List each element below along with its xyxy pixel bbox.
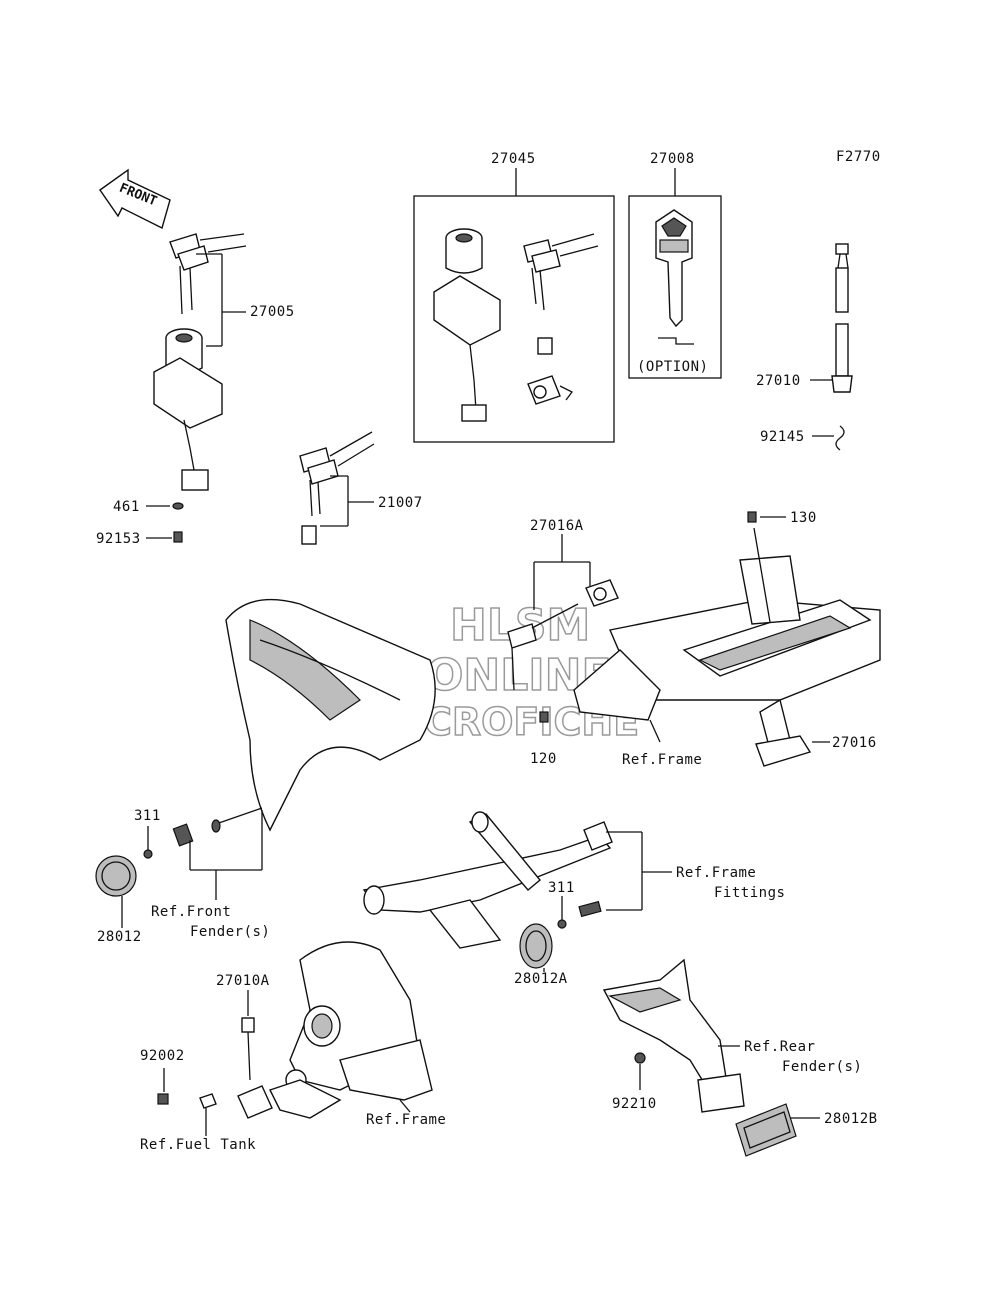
reflector-28012B-icon: [735, 1103, 797, 1157]
seat-lock-27016A-icon: [507, 579, 619, 691]
frame-bottom-illustration: [269, 941, 433, 1119]
label-ref-front-fender-1: Ref.Front: [151, 904, 231, 920]
diagram-code: F2770: [836, 149, 881, 165]
spring-icon: [835, 425, 845, 451]
reflector-28012-icon: [95, 855, 137, 897]
label-28012A: 28012A: [514, 971, 568, 987]
ignition-switch-set-box: 27045: [413, 151, 615, 443]
ignition-switch-icon: [433, 228, 501, 422]
label-461: 461: [113, 499, 140, 515]
label-ref-rear-fender-1: Ref.Rear: [744, 1039, 815, 1055]
label-ref-rear-fender-2: Fender(s): [782, 1059, 862, 1075]
screw-icon: [173, 531, 183, 543]
front-arrow-icon: FRONT: [99, 168, 171, 230]
switch-27010A-icon: [199, 1017, 273, 1119]
label-ref-fuel-tank: Ref.Fuel Tank: [140, 1137, 256, 1153]
front-fender-illustration: [225, 598, 436, 832]
bolt-fitting-icon: [578, 900, 602, 918]
label-27005: 27005: [250, 304, 295, 320]
label-ref-frame-bottom: Ref.Frame: [366, 1112, 446, 1128]
washer-icon: [172, 502, 184, 510]
washer-left-icon: [211, 819, 221, 833]
label-ref-frame-fittings-1: Ref.Frame: [676, 865, 756, 881]
bolt-130-icon: [747, 511, 757, 523]
label-28012: 28012: [97, 929, 142, 945]
label-92210: 92210: [612, 1096, 657, 1112]
switch-27010-icon: [831, 243, 853, 393]
label-92153: 92153: [96, 531, 141, 547]
label-ref-front-fender-2: Fender(s): [190, 924, 270, 940]
label-311-right: 311: [548, 880, 575, 896]
label-130: 130: [790, 510, 817, 526]
bolt-92002-icon: [157, 1093, 169, 1105]
nut-92210-icon: [634, 1052, 646, 1064]
label-27045: 27045: [491, 151, 536, 167]
rear-fender-illustration: [602, 958, 745, 1113]
bolt-120-icon: [539, 711, 549, 723]
label-92145: 92145: [760, 429, 805, 445]
label-27010: 27010: [756, 373, 801, 389]
frame-fittings-illustration: [362, 811, 613, 949]
label-311-left: 311: [134, 808, 161, 824]
label-ref-frame-top: Ref.Frame: [622, 752, 702, 768]
nut-311-left-icon: [143, 849, 153, 859]
ignition-switch-left-icon: [153, 233, 247, 491]
label-27016: 27016: [832, 735, 877, 751]
label-28012B: 28012B: [824, 1111, 878, 1127]
label-ref-frame-fittings-2: Fittings: [714, 885, 785, 901]
blank-key-box: 27008 (OPTION): [628, 151, 722, 379]
label-92002: 92002: [140, 1048, 185, 1064]
nut-311-right-icon: [557, 919, 567, 929]
seat-lock-icon: [527, 375, 573, 405]
frame-top-illustration: [573, 527, 881, 767]
key-pair-icon: [523, 233, 599, 311]
label-27008: 27008: [650, 151, 695, 167]
key-set-21007-icon: [299, 431, 375, 545]
label-27016A: 27016A: [530, 518, 584, 534]
spacer-icon: [172, 823, 194, 847]
option-label: (OPTION): [637, 359, 708, 375]
reflector-28012A-icon: [519, 923, 553, 969]
label-21007: 21007: [378, 495, 423, 511]
lock-cylinder-icon: [537, 337, 553, 355]
label-120: 120: [530, 751, 557, 767]
label-27010A: 27010A: [216, 973, 270, 989]
key-blank-icon: [655, 209, 694, 345]
